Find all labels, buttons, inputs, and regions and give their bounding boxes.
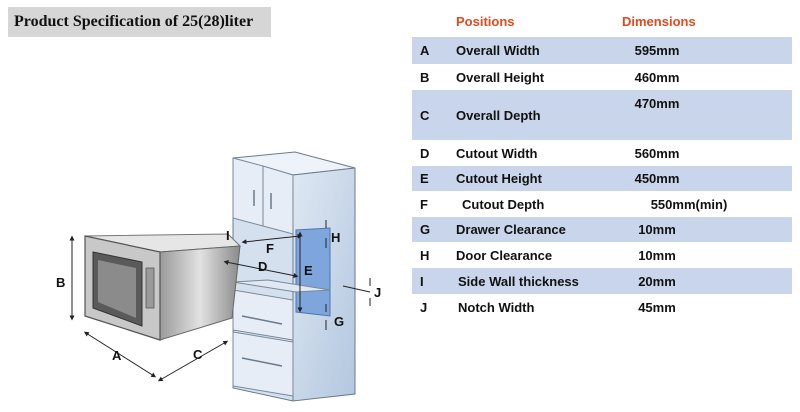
spec-row: F Cutout Depth 550mm(min): [412, 191, 792, 217]
label-d: D: [258, 259, 267, 274]
spec-row: I Side Wall thickness 20mm: [412, 268, 792, 294]
label-i: I: [226, 228, 230, 243]
spec-row: H Door Clearance 10mm: [412, 242, 792, 268]
row-name: Overall Height: [456, 70, 545, 85]
installation-diagram: A B C D E F G H I J: [56, 151, 381, 402]
label-f: F: [266, 241, 274, 256]
label-c: C: [193, 347, 203, 362]
row-name: Cutout Height: [456, 171, 542, 186]
row-value: 560mm: [634, 146, 680, 161]
spec-row: E Cutout Height 450mm: [412, 166, 792, 191]
row-code: F: [420, 197, 428, 212]
spec-table-header: Positions Dimensions: [412, 14, 792, 36]
spec-row: J Notch Width 45mm: [412, 294, 792, 320]
row-name: Overall Width: [456, 43, 540, 58]
row-code: D: [420, 146, 430, 161]
row-name: Notch Width: [458, 300, 535, 315]
row-value: 450mm: [634, 171, 680, 186]
label-e: E: [304, 263, 313, 278]
diagram-labels: A B C D E F G H I J: [56, 228, 381, 363]
label-a: A: [112, 348, 122, 363]
row-code: I: [420, 274, 424, 289]
row-name: Cutout Width: [456, 146, 538, 161]
dimensions-header: Dimensions: [622, 14, 696, 29]
row-name: Door Clearance: [456, 248, 553, 263]
cabinet: [232, 151, 356, 402]
row-value: 45mm: [638, 300, 676, 315]
label-g: G: [334, 314, 344, 329]
dimension-lines: [69, 220, 371, 382]
label-h: H: [331, 230, 340, 245]
row-code: B: [420, 70, 430, 85]
row-name: Overall Depth: [456, 108, 541, 123]
row-name: Cutout Depth: [462, 197, 545, 212]
spec-row: G Drawer Clearance 10mm: [412, 217, 792, 242]
spec-row: B Overall Height 460mm: [412, 64, 792, 90]
spec-row: C Overall Depth 470mm: [412, 90, 792, 140]
positions-header: Positions: [456, 14, 515, 29]
oven: [84, 233, 242, 341]
spec-table: A Overall Width 595mm B Overall Height 4…: [412, 37, 792, 320]
label-b: B: [56, 275, 65, 290]
row-value: 550mm(min): [650, 197, 728, 212]
row-value: 10mm: [638, 222, 676, 237]
spec-row: A Overall Width 595mm: [412, 37, 792, 64]
row-code: E: [420, 171, 429, 186]
row-code: A: [420, 43, 430, 58]
label-j: J: [374, 285, 381, 300]
row-code: H: [420, 248, 430, 263]
row-value: 10mm: [638, 248, 676, 263]
page-title: Product Specification of 25(28)liter: [8, 7, 271, 37]
row-name: Drawer Clearance: [456, 222, 566, 237]
row-value: 470mm: [634, 96, 680, 111]
row-value: 460mm: [634, 70, 680, 85]
row-code: J: [420, 300, 428, 315]
row-value: 595mm: [634, 43, 680, 58]
row-code: C: [420, 108, 430, 123]
row-name: Side Wall thickness: [458, 274, 579, 289]
spec-row: D Cutout Width 560mm: [412, 140, 792, 166]
row-value: 20mm: [638, 274, 676, 289]
row-code: G: [420, 222, 431, 237]
